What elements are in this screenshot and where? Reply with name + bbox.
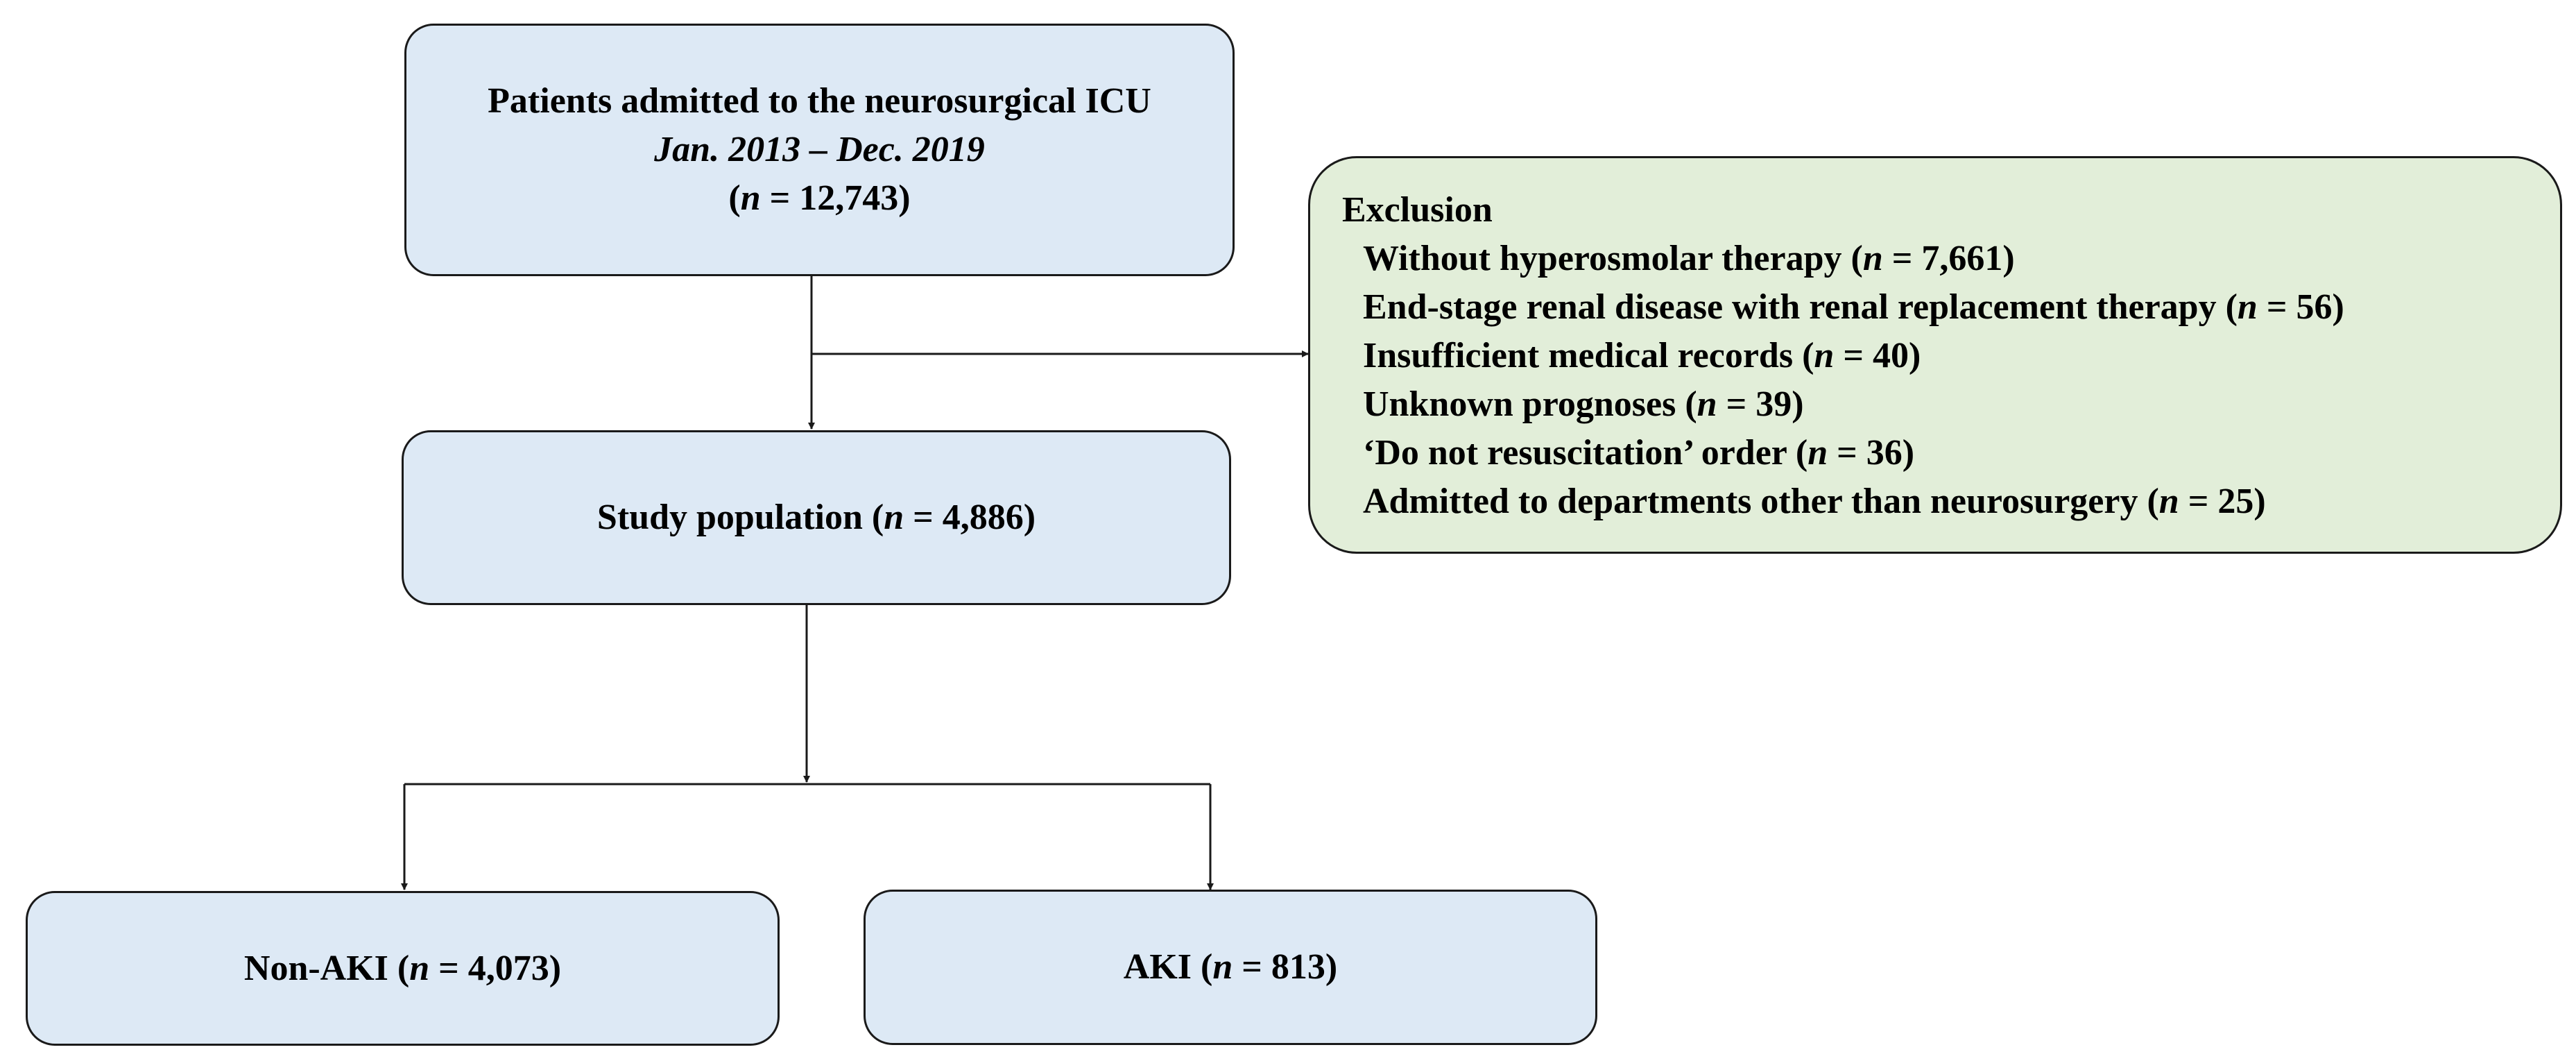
exclusion-item: Without hyperosmolar therapy (n = 7,661) xyxy=(1363,239,2015,278)
exclusion-item: Admitted to departments other than neuro… xyxy=(1363,482,2266,521)
aki-label: AKI (n = 813) xyxy=(1123,947,1338,987)
admitted-period: Jan. 2013 – Dec. 2019 xyxy=(654,130,985,169)
non-aki-label: Non-AKI (n = 4,073) xyxy=(243,948,562,988)
exclusion-heading: Exclusion xyxy=(1342,190,1493,230)
aki-box: AKI (n = 813) xyxy=(864,890,1597,1045)
admitted-count: (n = 12,743) xyxy=(728,178,911,218)
study-population-box: Study population (n = 4,886) xyxy=(402,430,1231,605)
exclusion-item: End-stage renal disease with renal repla… xyxy=(1363,287,2344,327)
non-aki-box: Non-AKI (n = 4,073) xyxy=(26,891,780,1046)
exclusion-item: Unknown prognoses (n = 39) xyxy=(1363,384,1804,424)
exclusion-item: ‘Do not resuscitation’ order (n = 36) xyxy=(1363,433,1915,473)
admitted-patients-box: Patients admitted to the neurosurgical I… xyxy=(404,24,1235,276)
study-population-label: Study population (n = 4,886) xyxy=(596,498,1036,537)
exclusion-box: Exclusion Without hyperosmolar therapy (… xyxy=(1308,156,2562,554)
admitted-title: Patients admitted to the neurosurgical I… xyxy=(488,81,1151,121)
exclusion-item: Insufficient medical records (n = 40) xyxy=(1363,336,1921,375)
